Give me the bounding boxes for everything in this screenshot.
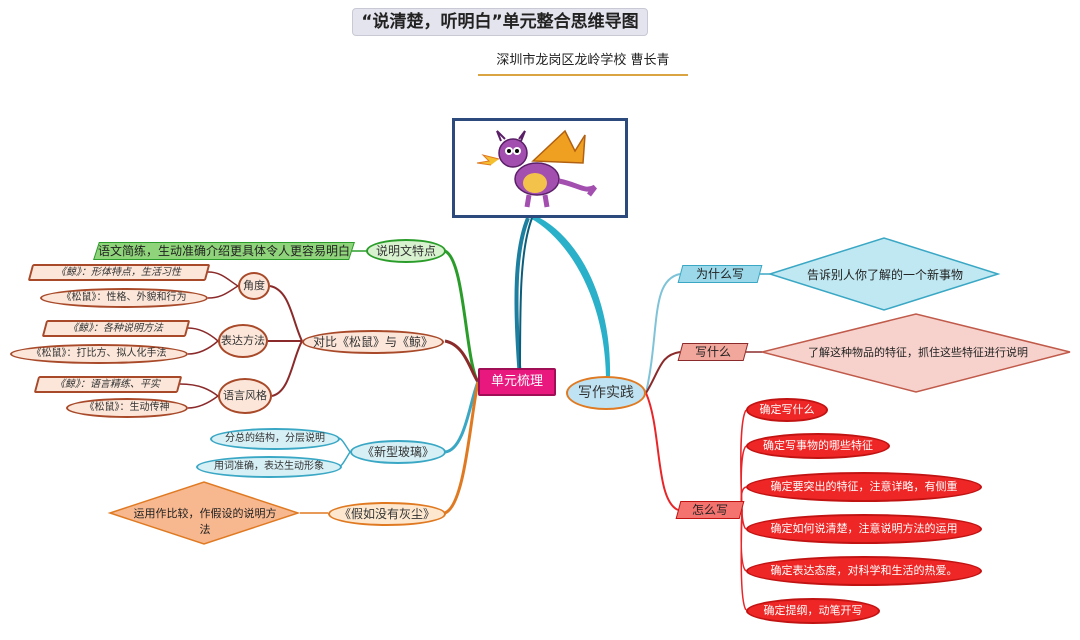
how-step[interactable]: 确定写事物的哪些特征 [746, 433, 890, 459]
list-item: 《松鼠》：打比方、拟人化手法 [10, 344, 188, 364]
dust-note-diamond [107, 481, 301, 545]
page-title: “说清楚，听明白”单元整合思维导图 [352, 8, 648, 36]
no-dust-note: 运用作比较，作假设的说明方法 [133, 507, 277, 536]
list-item: 用词准确，表达生动形象 [196, 456, 342, 478]
dragon-image [452, 118, 628, 218]
how-step[interactable]: 确定写什么 [746, 398, 828, 422]
group-expression[interactable]: 表达方法 [218, 324, 268, 358]
what-diamond [761, 313, 1071, 393]
why-tag[interactable]: 为什么写 [677, 265, 763, 283]
how-step[interactable]: 确定如何说清楚，注意说明方法的运用 [746, 514, 982, 544]
list-item: 《松鼠》：生动传神 [66, 398, 188, 418]
group-angle[interactable]: 角度 [238, 272, 270, 300]
branch-new-glass[interactable]: 《新型玻璃》 [350, 440, 446, 464]
center-node[interactable]: 单元梳理 [478, 368, 556, 396]
how-step[interactable]: 确定要突出的特征，注意详略，有侧重 [746, 472, 982, 502]
expository-features-note: 语文简练，生动准确介绍更具体令人更容易明白 [93, 242, 355, 260]
dragon-icon [471, 127, 611, 209]
branch-compare[interactable]: 对比《松鼠》与《鲸》 [302, 330, 444, 354]
writing-practice-node[interactable]: 写作实践 [566, 376, 646, 410]
how-tag[interactable]: 怎么写 [675, 501, 745, 519]
list-item: 分总的结构，分层说明 [210, 428, 340, 450]
what-text: 了解这种物品的特征，抓住这些特征进行说明 [808, 346, 1028, 359]
list-item: 《鲸》：形体特点，生活习性 [27, 264, 211, 281]
branch-no-dust[interactable]: 《假如没有灰尘》 [328, 502, 446, 526]
why-text: 告诉别人你了解的一个新事物 [806, 268, 963, 282]
how-step[interactable]: 确定表达态度，对科学和生活的热爱。 [746, 556, 982, 586]
why-diamond [767, 237, 1001, 311]
author-line: 深圳市龙岗区龙岭学校 曹长青 [478, 50, 688, 76]
list-item: 《鲸》：各种说明方法 [41, 320, 191, 337]
what-tag[interactable]: 写什么 [677, 343, 749, 361]
how-step[interactable]: 确定提纲，动笔开写 [746, 598, 880, 624]
list-item: 《松鼠》：性格、外貌和行为 [40, 288, 208, 308]
list-item: 《鲸》：语言精练、平实 [33, 376, 183, 393]
group-style[interactable]: 语言风格 [218, 378, 272, 414]
branch-expository-features[interactable]: 说明文特点 [366, 239, 446, 263]
